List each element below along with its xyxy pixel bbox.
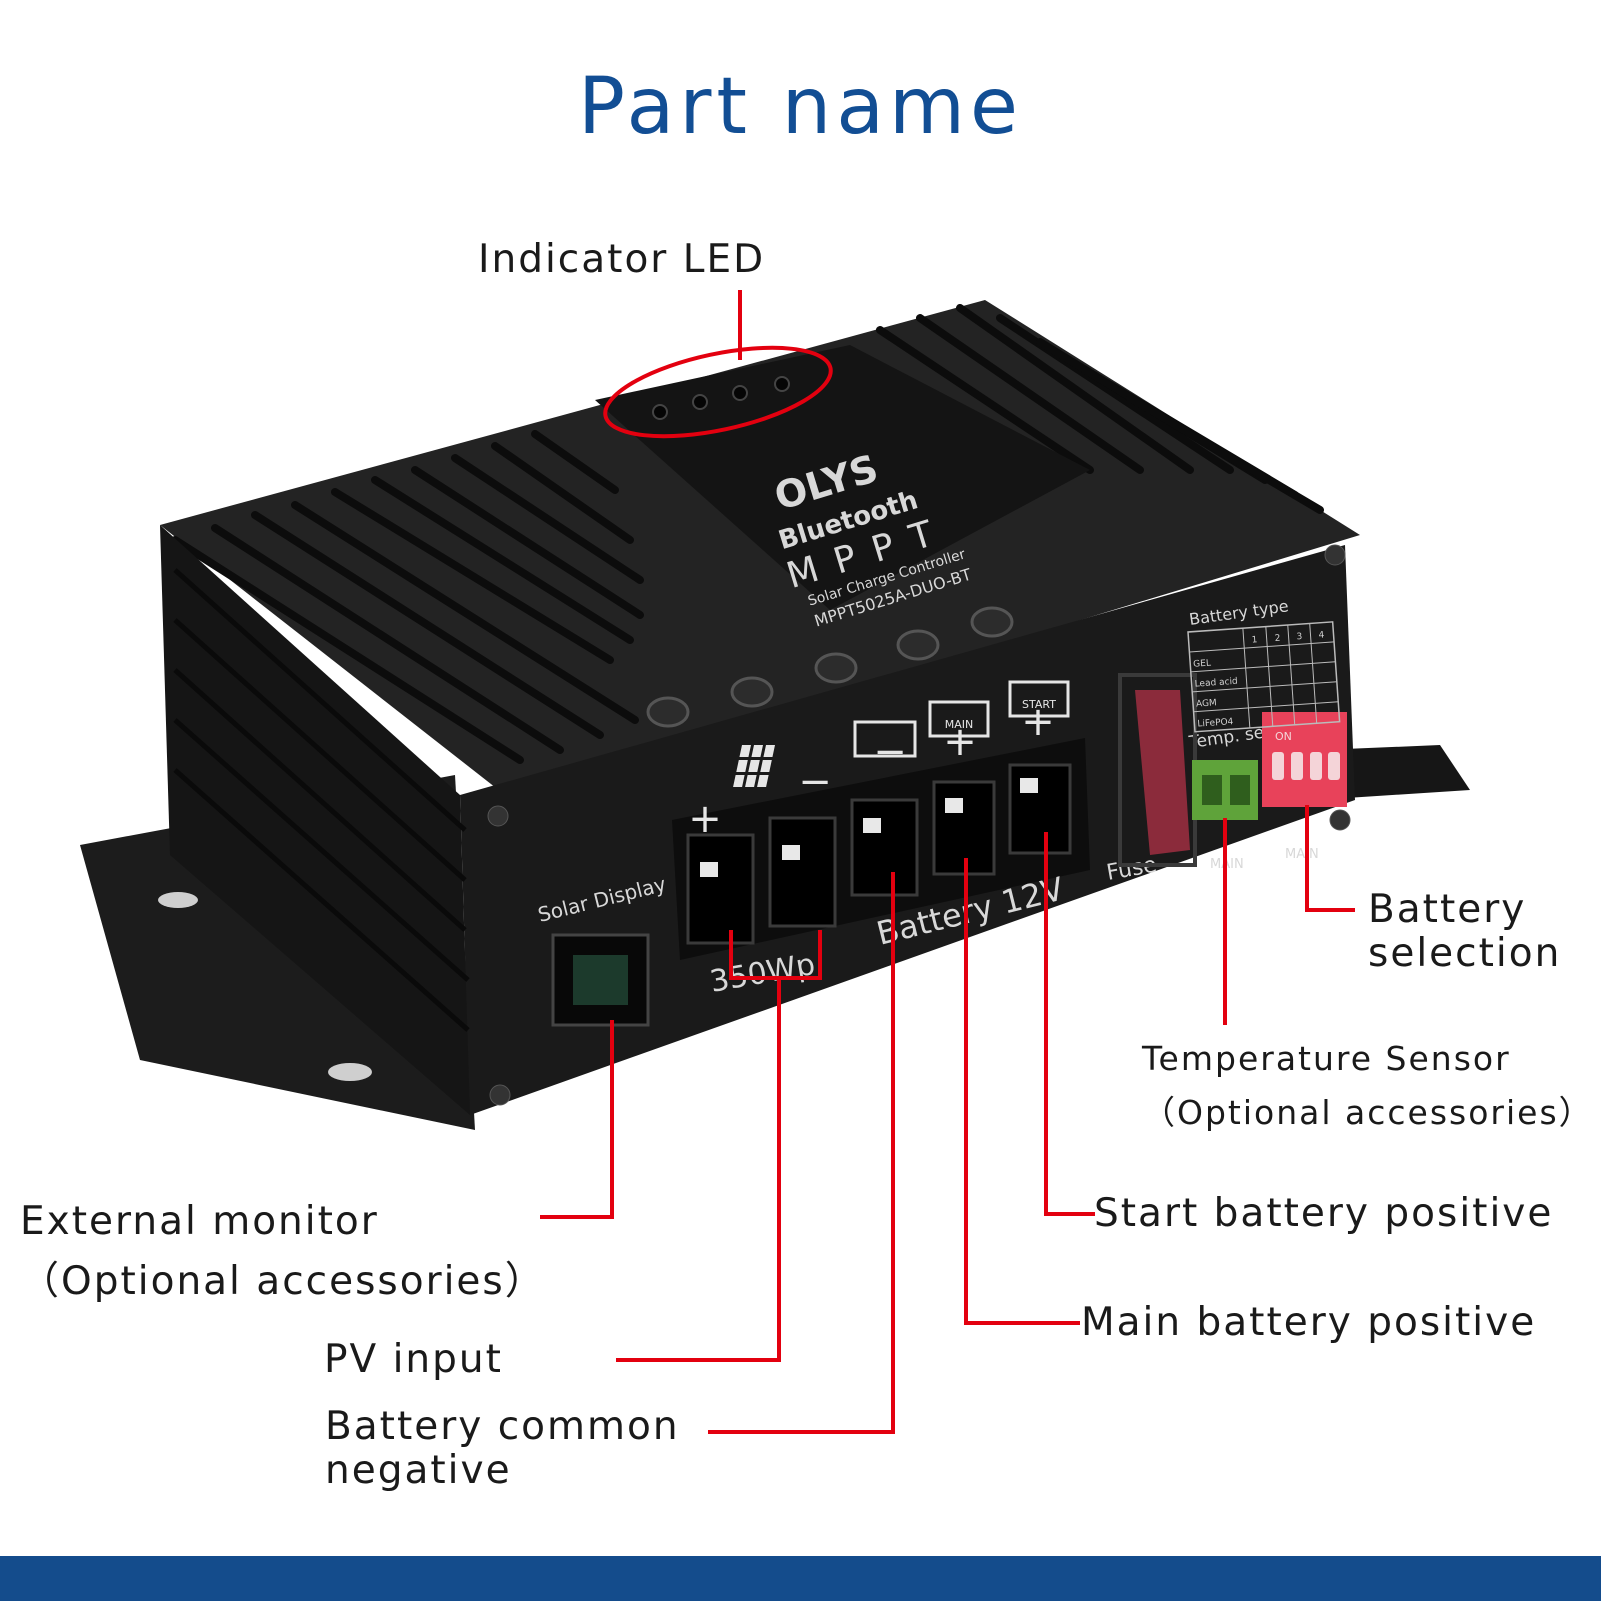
terminal-3 bbox=[850, 798, 919, 897]
battery-common-negative-line-1: Battery common bbox=[325, 1404, 680, 1449]
battery-type-table: GEL Lead acid AGM LiFePO4 1 2 3 4 bbox=[1187, 621, 1341, 733]
main-plus-symbol: + bbox=[943, 719, 977, 765]
type-row-3: AGM bbox=[1196, 698, 1217, 709]
bottom-bar bbox=[0, 1556, 1601, 1601]
screw-front-top-left bbox=[487, 805, 509, 827]
fuse bbox=[1135, 690, 1190, 855]
type-col-2: 2 bbox=[1274, 634, 1280, 644]
start-plus-symbol: + bbox=[1021, 699, 1055, 745]
leader-battery-common-negative bbox=[708, 872, 895, 1434]
start-battery-positive-label: Start battery positive bbox=[1094, 1191, 1554, 1236]
battery-selection-line-1: Battery bbox=[1368, 887, 1527, 932]
battery-selection-label: Battery selection bbox=[1368, 888, 1561, 975]
external-monitor-line-2: （Optional accessories） bbox=[20, 1259, 546, 1305]
common-minus-symbol: − bbox=[873, 729, 907, 775]
type-col-1: 1 bbox=[1251, 635, 1257, 645]
screw-front-bottom-right bbox=[1329, 809, 1351, 831]
mount-slot-left-lower bbox=[328, 1063, 372, 1081]
heat-sink-fins bbox=[171, 304, 1324, 764]
type-row-4: LiFePO4 bbox=[1197, 717, 1234, 730]
terminal-5 bbox=[1008, 763, 1072, 855]
terminal-2 bbox=[768, 816, 837, 928]
battery-selection-line-2: selection bbox=[1368, 930, 1562, 976]
terminal-1 bbox=[686, 833, 755, 945]
mount-slot-left bbox=[158, 892, 198, 908]
terminal-screws bbox=[646, 606, 1014, 728]
leader-battery-selection bbox=[1305, 805, 1355, 912]
indicator-led-label: Indicator LED bbox=[478, 237, 766, 282]
external-monitor-label: External monitor （Optional accessories） bbox=[20, 1192, 546, 1313]
temperature-sensor-line-2: （Optional accessories） bbox=[1142, 1093, 1594, 1133]
led-4 bbox=[774, 376, 790, 392]
solar-panel-icon bbox=[733, 745, 775, 787]
screw-front-bottom-left bbox=[489, 1084, 511, 1106]
battery-common-negative-label: Battery common negative bbox=[325, 1405, 680, 1492]
type-row-1: GEL bbox=[1193, 658, 1211, 669]
led-2 bbox=[692, 394, 708, 410]
pv-minus-symbol: − bbox=[798, 759, 832, 805]
type-col-4: 4 bbox=[1318, 630, 1325, 640]
label-panel bbox=[595, 345, 1090, 610]
battery-common-negative-line-2: negative bbox=[325, 1447, 512, 1493]
temperature-sensor-line-1: Temperature Sensor bbox=[1142, 1039, 1511, 1078]
leader-external-monitor bbox=[540, 1020, 614, 1219]
battery-start-icon bbox=[1008, 680, 1070, 718]
dip-main-text: MAIN bbox=[1285, 847, 1319, 862]
housing-top bbox=[160, 300, 1360, 795]
leader-start-battery-positive bbox=[1044, 832, 1095, 1216]
housing-side bbox=[160, 525, 470, 1115]
main-icon-label: MAIN bbox=[945, 718, 974, 731]
leader-main-battery-positive bbox=[964, 858, 1080, 1325]
main-battery-positive-label: Main battery positive bbox=[1081, 1300, 1537, 1345]
temperature-sensor-label: Temperature Sensor （Optional accessories… bbox=[1142, 1032, 1594, 1141]
screw-front-top-right bbox=[1324, 544, 1346, 566]
external-monitor-line-1: External monitor bbox=[20, 1199, 379, 1244]
leader-lines bbox=[540, 290, 1355, 1434]
battery-common-icon bbox=[853, 720, 917, 758]
led-1 bbox=[652, 404, 668, 420]
dip-on-text: ON bbox=[1275, 730, 1292, 743]
led-3 bbox=[732, 385, 748, 401]
indicator-led-highlight bbox=[603, 345, 833, 439]
leader-pv-input bbox=[729, 930, 822, 980]
pv-input-label: PV input bbox=[324, 1337, 503, 1382]
type-row-2: Lead acid bbox=[1194, 677, 1238, 690]
type-col-3: 3 bbox=[1296, 632, 1302, 642]
pv-plus-symbol: + bbox=[688, 796, 722, 842]
page-title: Part name bbox=[578, 62, 1023, 152]
start-icon-label: START bbox=[1022, 698, 1056, 711]
battery-main-icon bbox=[928, 700, 990, 738]
